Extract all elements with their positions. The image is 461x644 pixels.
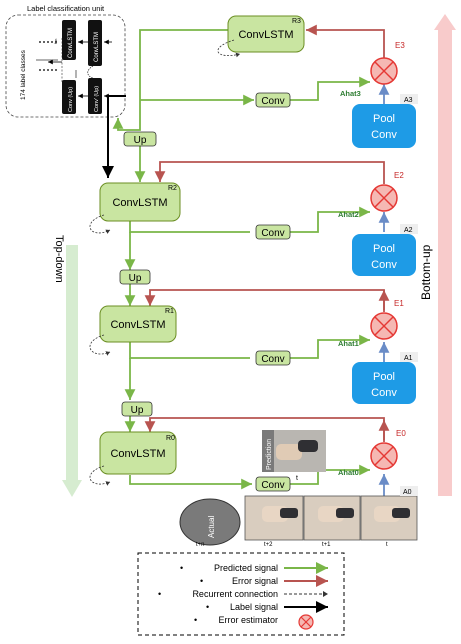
- a-label-1: A1: [404, 355, 413, 362]
- prediction-image: Prediction t: [262, 430, 326, 482]
- svg-text:•: •: [158, 589, 161, 599]
- conv-box-2: Conv: [255, 224, 291, 240]
- label-unit-convlstm-b: [88, 20, 102, 66]
- error-label-e0: E0: [396, 429, 406, 438]
- pool-conv-3-line2: Conv: [371, 129, 397, 141]
- error-estimator-e0: E0 Ahat0: [338, 429, 406, 477]
- a-label-3: A3: [404, 97, 413, 104]
- up-box-1-label: Up: [134, 135, 147, 146]
- actual-t: t+n: [196, 542, 205, 548]
- conv-box-3: Conv: [255, 92, 291, 108]
- svg-text:•: •: [200, 576, 203, 586]
- class-dots: [39, 41, 57, 71]
- input-frames: A0 t+2 t+1 t: [244, 486, 418, 548]
- legend-error-text: Error signal: [232, 576, 278, 586]
- prediction-t: t: [296, 475, 298, 482]
- legend-predicted-text: Predicted signal: [214, 563, 278, 573]
- actual-text: Actual: [207, 516, 216, 538]
- svg-text:•: •: [206, 602, 209, 612]
- legend-error-estimator: Error estimator •: [194, 614, 314, 630]
- convlstm-r2-label: ConvLSTM: [112, 197, 167, 209]
- bottom-up-label: Bottom-up: [419, 244, 433, 300]
- conv-box-3-label: Conv: [261, 96, 284, 107]
- legend-recurrent-connection: Recurrent connection •: [158, 589, 328, 599]
- up-box-1: Up: [123, 131, 157, 147]
- convlstm-block-r3: ConvLSTM R3: [217, 15, 305, 58]
- label-classification-unit: Label classification unit 174 label clas…: [5, 4, 126, 118]
- error-estimator-e1: E1 Ahat1: [338, 299, 404, 348]
- convlstm-r3-label: ConvLSTM: [238, 29, 293, 41]
- up-box-3: Up: [121, 401, 153, 417]
- label-unit-convlstm-b-text: ConvLSTM: [94, 32, 100, 62]
- label-unit-convlstm-a: [62, 20, 76, 60]
- conv-box-1-label: Conv: [261, 354, 284, 365]
- actual-frame: Actual t+n: [179, 498, 241, 548]
- error-label-e3: E3: [395, 41, 405, 50]
- label-unit-conv-up-prime: [88, 78, 102, 114]
- a-label-2: A2: [404, 227, 413, 234]
- label-unit-fcn: fcn: [53, 39, 58, 44]
- convlstm-r1-tag: R1: [165, 308, 174, 315]
- prediction-text: Prediction: [266, 439, 273, 470]
- pool-conv-block-3: Pool Conv A3: [352, 94, 418, 148]
- up-box-2-label: Up: [129, 273, 142, 284]
- label-classes-text: 174 label classes: [20, 49, 27, 100]
- legend-label-text: Label signal: [230, 602, 278, 612]
- error-label-e1: E1: [394, 299, 404, 308]
- pool-conv-1-line1: Pool: [373, 371, 395, 383]
- frame-label-t2: t+2: [264, 542, 273, 548]
- legend-label-signal: Label signal •: [206, 601, 328, 613]
- conv-box-2-label: Conv: [261, 228, 284, 239]
- convlstm-r0-tag: R0: [166, 435, 175, 442]
- error-signals: [144, 24, 390, 442]
- convlstm-r2-tag: R2: [168, 185, 177, 192]
- convlstm-block-r1: ConvLSTM R1: [89, 305, 177, 356]
- frame-label-t1: t+1: [322, 542, 331, 548]
- convlstm-r0-label: ConvLSTM: [110, 448, 165, 460]
- ahat-label-3: Ahat3: [340, 89, 361, 98]
- top-down-label: Top-down: [53, 235, 65, 283]
- error-estimator-e3: E3 Ahat3: [340, 41, 405, 98]
- convlstm-block-r2: ConvLSTM R2: [89, 182, 181, 234]
- pool-conv-2-line1: Pool: [373, 243, 395, 255]
- ahat-label-2: Ahat2: [338, 210, 359, 219]
- legend-estimator-text: Error estimator: [218, 615, 278, 625]
- pool-conv-2-line2: Conv: [371, 259, 397, 271]
- predicted-signals: [112, 29, 370, 490]
- conv-box-0-label: Conv: [261, 480, 284, 491]
- pool-conv-block-2: Pool Conv A2: [352, 224, 418, 276]
- convlstm-r1-label: ConvLSTM: [110, 319, 165, 331]
- a-label-0: A0: [403, 489, 412, 496]
- error-estimator-e2: E2 Ahat2: [338, 171, 404, 219]
- label-unit-convlstm-a-text: ConvLSTM: [68, 28, 74, 58]
- conv-box-1: Conv: [255, 350, 291, 366]
- convlstm-block-r0: ConvLSTM R0: [89, 431, 177, 486]
- frame-label-t: t: [386, 542, 388, 548]
- svg-text:•: •: [180, 563, 183, 573]
- legend-predicted-signal: Predicted signal •: [180, 562, 328, 574]
- label-unit-conv-up-text: Conv (Up): [68, 87, 74, 112]
- label-unit-conv-up: [62, 80, 76, 114]
- label-unit-title: Label classification unit: [27, 4, 105, 13]
- pool-conv-3-line1: Pool: [373, 113, 395, 125]
- ahat-label-0: Ahat0: [338, 468, 359, 477]
- convlstm-r3-tag: R3: [292, 18, 301, 25]
- label-signal-arrow: [102, 95, 126, 178]
- label-unit-conv-up-prime-text: Conv' (Up): [94, 86, 100, 112]
- error-label-e2: E2: [394, 171, 404, 180]
- legend: Predicted signal • Error signal • Recurr…: [137, 552, 345, 636]
- conv-box-0: Conv: [255, 476, 291, 492]
- pool-conv-block-1: Pool Conv A1: [352, 352, 418, 404]
- legend-recurrent-text: Recurrent connection: [192, 589, 278, 599]
- up-box-2: Up: [119, 269, 151, 285]
- pool-conv-1-line2: Conv: [371, 387, 397, 399]
- svg-text:•: •: [194, 615, 197, 625]
- top-down-bar: Top-down: [53, 235, 82, 497]
- bottom-up-bar: Bottom-up: [419, 14, 456, 496]
- up-box-3-label: Up: [131, 405, 144, 416]
- ahat-label-1: Ahat1: [338, 339, 359, 348]
- legend-error-signal: Error signal •: [200, 575, 328, 587]
